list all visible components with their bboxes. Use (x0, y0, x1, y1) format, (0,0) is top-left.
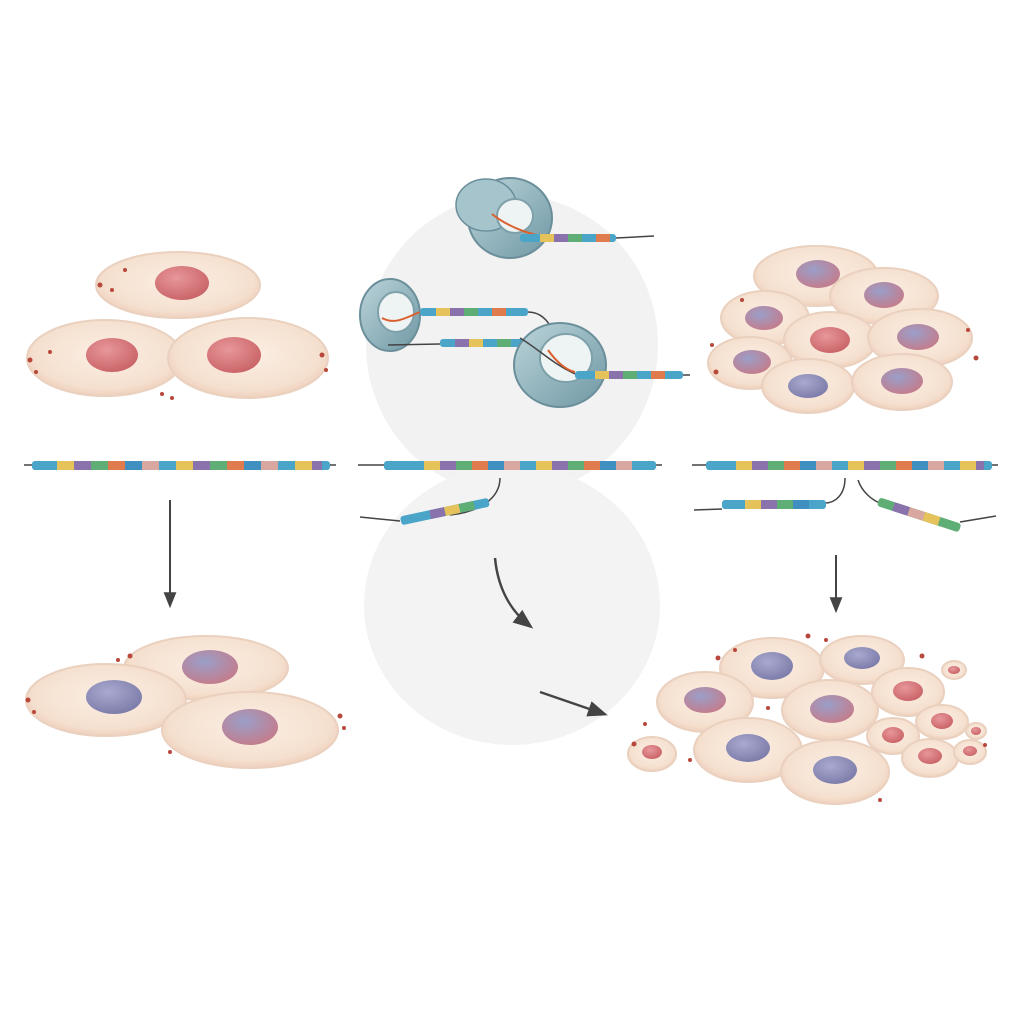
dna-segment (193, 461, 210, 470)
dna-segment (472, 461, 488, 470)
dna-segment (896, 461, 912, 470)
dna-strand-right (692, 461, 998, 532)
proliferating-cell-cluster (627, 633, 987, 805)
dna-segment (928, 461, 944, 470)
cell (819, 635, 905, 685)
dna-segment (278, 461, 295, 470)
membrane-marks (631, 633, 987, 802)
dna-segment (244, 461, 261, 470)
dna-segment (440, 461, 456, 470)
dna-fragment (722, 500, 826, 509)
dna-segment (784, 461, 800, 470)
dna-segment (488, 461, 504, 470)
dna-segment (456, 461, 472, 470)
dense-cell-cluster (707, 245, 979, 414)
ring-protein-complex (513, 322, 690, 408)
dna-segment (504, 461, 520, 470)
cell (627, 736, 677, 772)
curved-arrow-center (493, 557, 534, 629)
cell (965, 722, 987, 740)
dna-segment (142, 461, 159, 470)
cell (161, 691, 339, 769)
membrane-marks (710, 298, 979, 375)
dna-segment (295, 461, 312, 470)
dna-segment (752, 461, 768, 470)
dna-segment (832, 461, 848, 470)
cell (851, 353, 953, 411)
dna-segment (552, 461, 568, 470)
normal-cell-cluster (26, 251, 329, 400)
dna-segment (600, 461, 616, 470)
dna-fragment (400, 498, 490, 525)
dna-segment (736, 461, 752, 470)
ring-protein-complex (359, 278, 553, 352)
dna-segment (210, 461, 227, 470)
dna-segment (261, 461, 278, 470)
dna-fragment (877, 498, 961, 532)
cell (656, 671, 754, 733)
dna-segment (568, 461, 584, 470)
dna-segment (91, 461, 108, 470)
dna-segment (960, 461, 976, 470)
cell (25, 663, 187, 737)
cell (871, 667, 945, 717)
dna-segment (720, 461, 736, 470)
dna-segment (227, 461, 244, 470)
cell (167, 317, 329, 399)
cell (719, 637, 825, 699)
membrane-marks (27, 268, 328, 400)
arrow-to-right-panel (539, 690, 608, 717)
dna-segment (584, 461, 600, 470)
dna-strand-center (358, 461, 662, 525)
dna-segment (40, 461, 57, 470)
dna-segment (74, 461, 91, 470)
cell (780, 739, 890, 805)
dna-segment (976, 461, 984, 470)
dna-segment (159, 461, 176, 470)
dna-segment (800, 461, 816, 470)
dna-segment (816, 461, 832, 470)
cell (901, 738, 959, 778)
dna-segment (864, 461, 880, 470)
dna-segment (312, 461, 322, 470)
dna-segment (848, 461, 864, 470)
ring-protein-complex (455, 177, 655, 259)
cell (953, 739, 987, 765)
dna-segment (536, 461, 552, 470)
dna-segment (408, 461, 424, 470)
cell (781, 679, 879, 741)
cell (26, 319, 184, 397)
dna-segment (632, 461, 648, 470)
cell (761, 358, 855, 414)
cell (941, 660, 967, 680)
dna-segment (108, 461, 125, 470)
altered-cell-cluster (25, 635, 346, 769)
dna-segment (424, 461, 440, 470)
dna-segment (520, 461, 536, 470)
dna-segment (57, 461, 74, 470)
dna-segment (176, 461, 193, 470)
dna-segment (125, 461, 142, 470)
dna-segment (768, 461, 784, 470)
cell (95, 251, 261, 319)
membrane-marks (25, 653, 346, 754)
dna-segment (912, 461, 928, 470)
dna-segment (880, 461, 896, 470)
dna-strand-left (24, 461, 336, 470)
dna-segment (944, 461, 960, 470)
cell (866, 717, 920, 755)
dna-segment (616, 461, 632, 470)
cell (915, 704, 969, 740)
